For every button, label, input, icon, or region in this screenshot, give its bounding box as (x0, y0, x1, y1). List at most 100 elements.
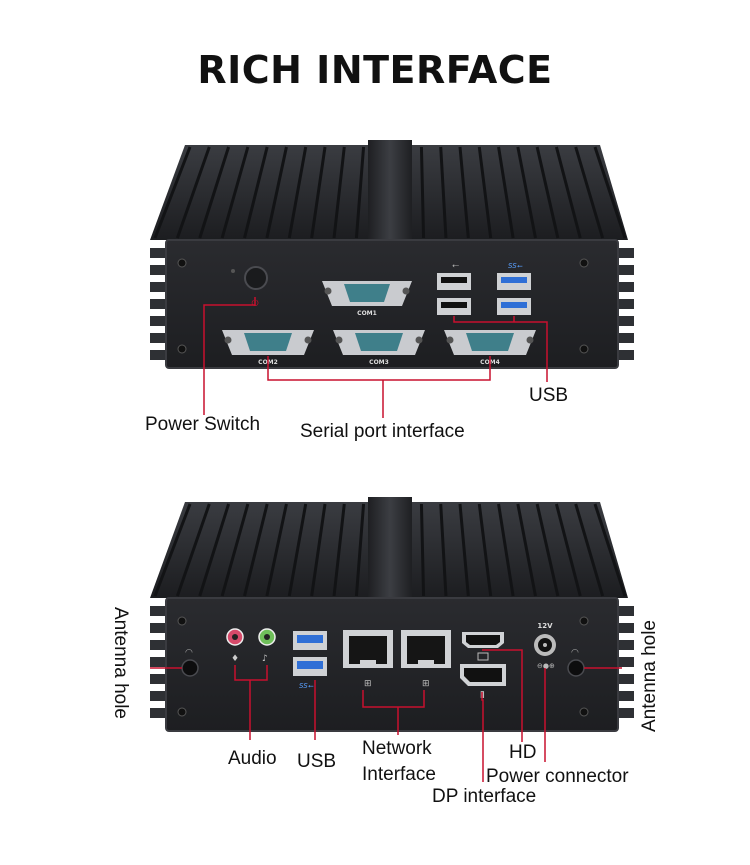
heatsink-fin (175, 146, 211, 239)
heatsink-fin (477, 503, 493, 597)
label-dp-interface: DP interface (432, 786, 537, 807)
heatsink-fin (535, 146, 560, 239)
side-fin (618, 316, 634, 326)
label-antenna-right: Antenna hole (639, 620, 660, 732)
network-icon: ⊞ (422, 679, 430, 689)
com1-port: COM1 (322, 281, 412, 317)
heatsink-fin (243, 146, 269, 239)
usb3-icon: SS⭠ (508, 262, 523, 270)
heatsink-fin (153, 146, 192, 239)
com4-port: COM4 (444, 330, 536, 366)
back-fins (153, 503, 627, 597)
lan-port-1: ⊞ (343, 630, 393, 689)
heatsink-fin (310, 146, 327, 239)
heatsink-fin (287, 146, 308, 239)
front-device: ⏻ COM1 COM2 COM3 COM4 ⭠ (150, 140, 634, 418)
power-button[interactable] (244, 266, 268, 290)
antenna-hole-left (181, 659, 199, 677)
heatsink-fin (354, 146, 366, 239)
back-device: ◠ ◠ ♦ ♪ SS⭠ ⊞ ⊞ (150, 497, 634, 782)
label-network-line1: Network (362, 738, 432, 759)
side-fin (150, 282, 166, 292)
label-hd: HD (509, 742, 537, 763)
label-power-switch: Power Switch (145, 414, 261, 435)
heatsink-fin (153, 503, 192, 597)
side-fin (618, 623, 634, 633)
heatsink-fin (419, 146, 426, 239)
back-center-spine (368, 497, 412, 598)
hdmi-icon (477, 652, 489, 661)
heatsink-fin (198, 146, 231, 239)
side-fin (618, 640, 634, 650)
front-fins (153, 146, 627, 239)
usb-icon: ⭠ (452, 261, 459, 271)
front-side-fins (150, 248, 634, 360)
screw-icon (177, 616, 187, 626)
heatsink-fin (243, 503, 269, 597)
heatsink-fin (516, 503, 537, 597)
heatsink-fin (419, 503, 426, 597)
side-fin (150, 333, 166, 343)
dc-polarity-icon: ⊖●⊕ (537, 662, 555, 670)
side-fin (618, 350, 634, 360)
label-front-usb: USB (529, 385, 569, 406)
side-fin (618, 657, 634, 667)
heatsink-fin (516, 146, 537, 239)
side-fin (618, 248, 634, 258)
screw-icon (579, 707, 589, 717)
side-fin (150, 606, 166, 616)
back-side-fins (150, 606, 634, 718)
side-fin (150, 657, 166, 667)
side-fin (618, 691, 634, 701)
side-fin (150, 623, 166, 633)
mic-icon: ♦ (231, 654, 239, 664)
side-fin (150, 299, 166, 309)
heatsink-fin (287, 503, 308, 597)
heatsink-fin (310, 503, 327, 597)
side-fin (150, 316, 166, 326)
screw-icon (579, 616, 589, 626)
wifi-icon: ◠ (185, 648, 193, 658)
heatsink-fin (332, 503, 346, 597)
heatsink-fin (220, 503, 250, 597)
antenna-hole-right (567, 659, 585, 677)
side-fin (618, 674, 634, 684)
heatsink-fin (593, 146, 627, 239)
heatsink-fin (439, 146, 448, 239)
side-fin (150, 674, 166, 684)
com3-port: COM3 (333, 330, 425, 366)
heatsink-fin (477, 146, 493, 239)
heatsink-fin (354, 503, 366, 597)
label-network-line2: Interface (362, 764, 436, 785)
heatsink-fin (554, 146, 582, 239)
network-icon: ⊞ (364, 679, 372, 689)
label-power-connector: Power connector (486, 766, 629, 787)
heatsink-fin (593, 503, 627, 597)
heatsink-fin (198, 503, 231, 597)
com3-label: COM3 (369, 359, 389, 366)
heatsink-fin (265, 146, 288, 239)
side-fin (618, 708, 634, 718)
heatsink-fin (458, 146, 470, 239)
label-serial-port: Serial port interface (300, 421, 465, 442)
label-audio: Audio (228, 748, 277, 769)
screw-icon (177, 258, 187, 268)
back-leader-lines (150, 649, 622, 782)
side-fin (618, 299, 634, 309)
side-fin (618, 606, 634, 616)
side-fin (618, 265, 634, 275)
lan-port-2: ⊞ (401, 630, 451, 689)
screw-icon (579, 344, 589, 354)
label-back-usb: USB (297, 751, 337, 772)
heatsink-fin (458, 503, 470, 597)
com1-label: COM1 (357, 310, 377, 317)
screw-icon (177, 707, 187, 717)
side-fin (150, 691, 166, 701)
heatsink-fin (265, 503, 288, 597)
led-indicator (231, 269, 235, 273)
front-center-spine (368, 140, 412, 240)
headphone-icon: ♪ (262, 654, 268, 664)
heatsink-fin (220, 146, 250, 239)
side-fin (150, 350, 166, 360)
